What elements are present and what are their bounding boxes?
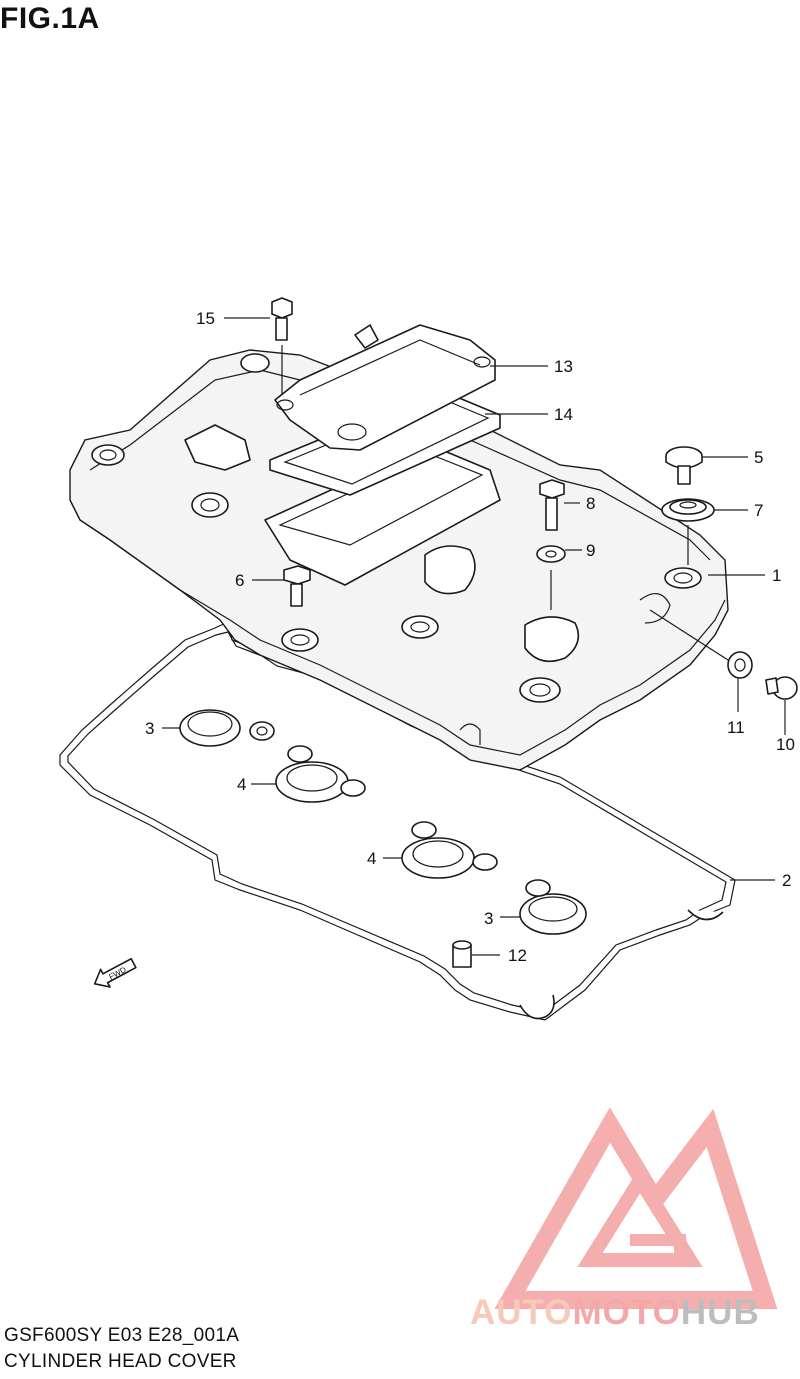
plug-seal-4-upper <box>275 745 366 803</box>
label-part-4-upper: 4 <box>237 775 246 794</box>
washer-11 <box>649 609 753 679</box>
label-part-3-upper: 3 <box>145 719 154 738</box>
label-part-15: 15 <box>196 309 215 328</box>
label-part-8: 8 <box>586 494 595 513</box>
part-number-labels: 1 2 3 3 4 4 5 6 7 8 9 10 11 12 13 14 15 <box>145 309 795 965</box>
label-part-3-lower: 3 <box>484 909 493 928</box>
label-part-14: 14 <box>554 405 573 424</box>
model-code: GSF600SY E03 E28_001A <box>4 1325 240 1346</box>
head-cover-gasket <box>59 621 736 1021</box>
breather-cover-bolt <box>271 297 293 395</box>
label-part-5: 5 <box>754 448 763 467</box>
cylinder-head-cover <box>69 349 729 771</box>
label-part-11: 11 <box>727 718 745 737</box>
plug-seal-3-lower <box>519 879 587 935</box>
watermark-moto: MOTO <box>572 1293 681 1332</box>
label-part-7: 7 <box>754 501 763 520</box>
label-part-4-lower: 4 <box>367 849 376 868</box>
washer-9 <box>536 545 566 563</box>
label-part-13: 13 <box>554 357 573 376</box>
watermark-logo-icon <box>494 1107 778 1309</box>
plug <box>765 676 798 700</box>
cap-bolt <box>665 446 703 485</box>
watermark-auto: AUTO <box>470 1293 573 1332</box>
dowel-pin <box>452 940 472 968</box>
forward-arrow-icon: FWD <box>93 957 137 988</box>
watermark-hub: HUB <box>680 1293 760 1332</box>
leader-lines <box>162 317 786 956</box>
grommet <box>661 498 715 565</box>
watermark-text: AUTOMOTOHUB <box>470 1293 760 1333</box>
cover-bolt-short <box>283 565 311 607</box>
figure-title: FIG.1A <box>0 2 100 35</box>
label-part-10: 10 <box>776 735 795 754</box>
label-part-2: 2 <box>782 871 791 890</box>
label-part-9: 9 <box>586 541 595 560</box>
label-part-12: 12 <box>508 946 527 965</box>
cover-bolt-long <box>539 479 565 610</box>
breather-cover <box>274 324 496 451</box>
plug-seal-4-lower <box>401 821 498 879</box>
label-part-6: 6 <box>235 571 244 590</box>
plug-seal-3-upper <box>179 709 275 747</box>
assembly-name: CYLINDER HEAD COVER <box>4 1351 237 1372</box>
label-part-1: 1 <box>772 566 781 585</box>
